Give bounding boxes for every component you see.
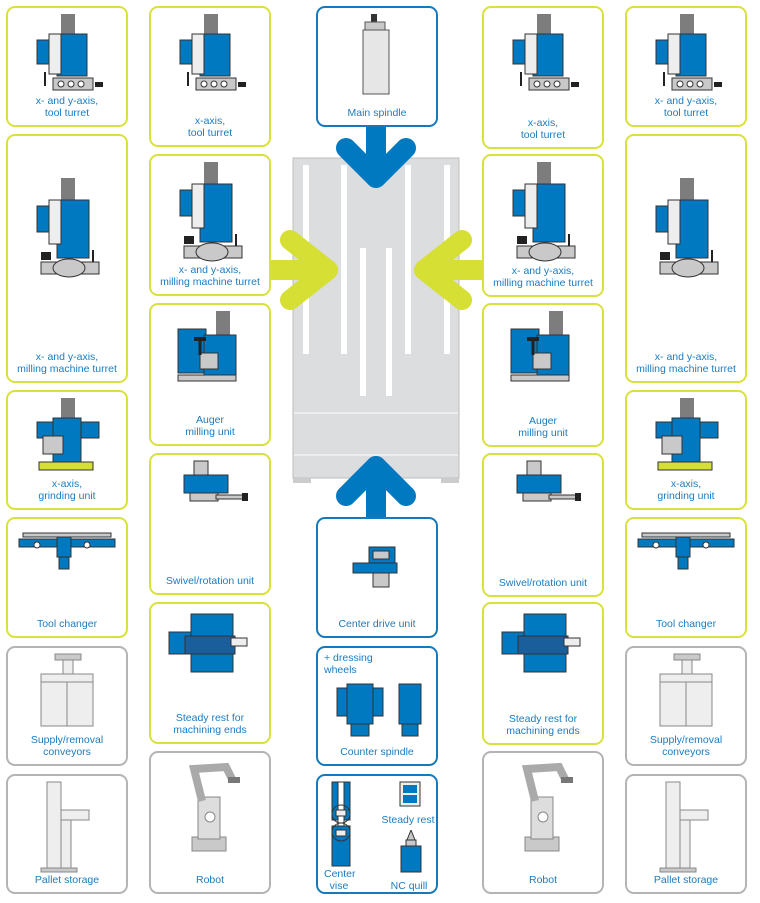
module-grinding[interactable]: x-axis, grinding unit [6,390,128,510]
steady-icon [165,608,255,683]
module-robot[interactable]: Robot [149,751,271,894]
module-label: Swivel/rotation unit [165,575,255,587]
turret-icon [27,12,107,107]
module-label: Center drive unit [338,618,416,630]
grinding-icon [27,396,107,481]
module-label: x- and y-axis, tool turret [654,95,718,119]
module-label: Steady rest for machining ends [173,712,247,736]
auger-icon [170,309,250,394]
module-label: Counter spindle [340,746,414,758]
module-label: Tool changer [36,618,98,630]
module-grinding[interactable]: x-axis, grinding unit [625,390,747,510]
milling-turret-icon [646,176,726,286]
robot-icon [503,757,583,862]
steady-rest-label: Steady rest [381,814,435,826]
pallet-icon [27,780,107,880]
milling-turret-icon [27,176,107,286]
nc-quill-icon [398,828,424,879]
module-turret[interactable]: x-axis, tool turret [149,6,271,147]
module-steady[interactable]: Steady rest for machining ends [149,602,271,744]
module-label: x-axis, tool turret [520,117,566,141]
center-vise-icon [326,780,356,873]
module-label: Pallet storage [653,874,719,886]
module-main-spindle[interactable]: Main spindle [316,6,438,127]
tool-changer-icon [636,523,736,578]
module-auger[interactable]: Auger milling unit [482,303,604,447]
module-robot[interactable]: Robot [482,751,604,894]
module-counter-spindle[interactable]: Counter spindle + dressing wheels [316,646,438,766]
module-turret[interactable]: x-axis, tool turret [482,6,604,149]
module-auger[interactable]: Auger milling unit [149,303,271,446]
auger-icon [503,309,583,394]
module-turret[interactable]: x- and y-axis, tool turret [6,6,128,127]
spindle-icon [357,12,397,107]
turret-icon [503,12,583,107]
module-center-drive[interactable]: Center drive unit [316,517,438,638]
module-label: Main spindle [347,107,407,119]
module-label: Pallet storage [34,874,100,886]
conveyor-icon [27,652,107,737]
module-label: Robot [195,874,225,886]
module-label: x- and y-axis, milling machine turret [636,351,736,375]
nc-quill-label: NC quill [390,880,428,892]
module-turret[interactable]: x- and y-axis, tool turret [625,6,747,127]
dressing-wheels-note: + dressing wheels [324,652,373,676]
module-label: x- and y-axis, milling machine turret [160,264,260,288]
module-milling-turret[interactable]: x- and y-axis, milling machine turret [149,154,271,296]
module-label: x-axis, tool turret [187,115,233,139]
module-label: x-axis, grinding unit [38,478,96,502]
module-swivel[interactable]: Swivel/rotation unit [482,453,604,597]
turret-icon [646,12,726,107]
milling-turret-icon [170,160,250,270]
arrow-down-main-spindle [336,118,416,188]
module-label: Auger milling unit [518,415,568,439]
module-label: Auger milling unit [185,414,235,438]
steady-icon [498,608,588,683]
module-pallet[interactable]: Pallet storage [6,774,128,894]
module-conveyor[interactable]: Supply/removal conveyors [6,646,128,766]
module-tool-changer[interactable]: Tool changer [625,517,747,638]
steady-rest-icon [398,780,422,813]
conveyor-icon [646,652,726,737]
module-pallet[interactable]: Pallet storage [625,774,747,894]
module-milling-turret[interactable]: x- and y-axis, milling machine turret [482,154,604,297]
module-swivel[interactable]: Swivel/rotation unit [149,453,271,595]
module-label: Supply/removal conveyors [30,734,104,758]
arrow-left-right-modules [414,230,494,310]
module-label: x- and y-axis, milling machine turret [493,265,593,289]
counter-spindle-icon [327,680,427,745]
module-tool-changer[interactable]: Tool changer [6,517,128,638]
module-label: x-axis, grinding unit [657,478,715,502]
module-label: Tool changer [655,618,717,630]
tool-changer-icon [17,523,117,578]
module-label: Robot [528,874,558,886]
arrow-right-left-modules [258,230,338,310]
module-label: Supply/removal conveyors [649,734,723,758]
module-label: x- and y-axis, tool turret [35,95,99,119]
module-label: Steady rest for machining ends [506,713,580,737]
grinding-icon [646,396,726,481]
machine-body [292,157,460,483]
arrow-up-center [336,456,416,528]
milling-turret-icon [503,160,583,270]
robot-icon [170,757,250,862]
module-milling-turret[interactable]: x- and y-axis, milling machine turret [625,134,747,383]
module-label: x- and y-axis, milling machine turret [17,351,117,375]
module-bottom-group[interactable]: Center vise Steady rest NC quill [316,774,438,894]
center-vise-label: Center vise [324,868,356,892]
swivel-icon [503,459,583,524]
module-steady[interactable]: Steady rest for machining ends [482,602,604,745]
pallet-icon [646,780,726,880]
module-label: Swivel/rotation unit [498,577,588,589]
module-milling-turret[interactable]: x- and y-axis, milling machine turret [6,134,128,383]
turret-icon [170,12,250,107]
module-conveyor[interactable]: Supply/removal conveyors [625,646,747,766]
swivel-icon [170,459,250,524]
center-drive-icon [347,545,407,600]
